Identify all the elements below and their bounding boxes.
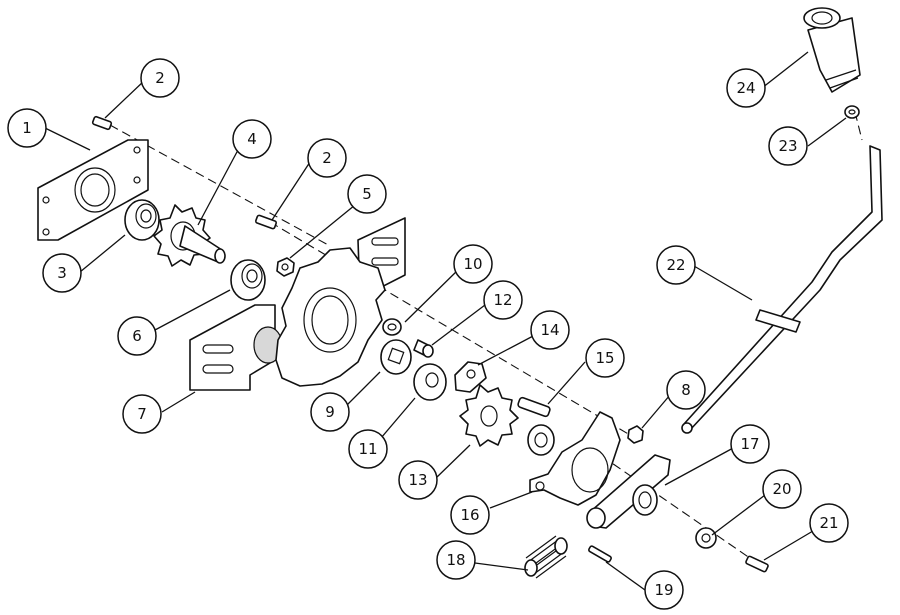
callout-3: 3 (42, 253, 82, 293)
callout-7: 7 (122, 394, 162, 434)
part-10-spring-clip (382, 318, 402, 336)
svg-text:21: 21 (819, 514, 838, 532)
part-8-nut (627, 425, 644, 444)
part-21-bolt (745, 555, 769, 573)
part-5-nut (276, 257, 295, 277)
part-18-spring (524, 535, 568, 579)
part-23-ring (844, 105, 860, 119)
part-7-bracket (189, 217, 406, 391)
callout-17: 17 (730, 424, 770, 464)
callout-10: 10 (453, 244, 493, 284)
svg-text:18: 18 (446, 551, 465, 569)
callout-24: 24 (726, 68, 766, 108)
svg-text:14: 14 (540, 321, 559, 339)
svg-text:23: 23 (778, 137, 797, 155)
svg-text:16: 16 (460, 506, 479, 524)
leader-lines (44, 51, 847, 591)
svg-text:24: 24 (736, 79, 755, 97)
callout-5: 5 (347, 174, 387, 214)
callout-11: 11 (348, 429, 388, 469)
svg-text:5: 5 (362, 185, 372, 203)
callout-13: 13 (398, 460, 438, 500)
callout-1: 1 (7, 108, 47, 148)
svg-text:19: 19 (654, 581, 673, 599)
callout-21: 21 (809, 503, 849, 543)
part-14-tab-plate (454, 361, 487, 393)
callout-12: 12 (483, 280, 523, 320)
callout-20: 20 (762, 469, 802, 509)
part-11-washer (413, 363, 447, 401)
callout-16: 16 (450, 495, 490, 535)
part-16-arm-plate (527, 411, 621, 506)
callout-8: 8 (666, 370, 706, 410)
svg-text:10: 10 (463, 255, 482, 273)
svg-text:2: 2 (155, 69, 165, 87)
callout-22: 22 (656, 245, 696, 285)
part-17-lever-hub (586, 454, 671, 529)
part-3-bearing (124, 199, 160, 241)
part-2-bolt-middle (254, 214, 278, 230)
svg-text:4: 4 (247, 130, 257, 148)
callout-15: 15 (585, 338, 625, 378)
svg-text:8: 8 (681, 381, 691, 399)
callout-18: 18 (436, 540, 476, 580)
part-12-bushing (413, 339, 434, 358)
callout-2-upper: 2 (140, 58, 180, 98)
svg-text:6: 6 (132, 327, 142, 345)
svg-text:7: 7 (137, 405, 147, 423)
svg-text:3: 3 (57, 264, 67, 282)
svg-text:20: 20 (772, 480, 791, 498)
part-13-sprocket (459, 384, 519, 447)
part-6-bearing (230, 259, 266, 301)
callout-14: 14 (530, 310, 570, 350)
callout-19: 19 (644, 570, 684, 610)
svg-text:1: 1 (22, 119, 32, 137)
part-2-bolt-upper (91, 115, 113, 131)
callout-9: 9 (310, 392, 350, 432)
svg-text:9: 9 (325, 403, 335, 421)
part-9-square-washer (380, 339, 412, 375)
svg-text:2: 2 (322, 149, 332, 167)
callout-2-middle: 2 (307, 138, 347, 178)
svg-text:17: 17 (740, 435, 759, 453)
callout-6: 6 (117, 316, 157, 356)
part-24-handle-grip (803, 7, 861, 93)
svg-text:22: 22 (666, 256, 685, 274)
part-1-mounting-plate (37, 139, 149, 241)
svg-text:15: 15 (595, 349, 614, 367)
svg-text:13: 13 (408, 471, 427, 489)
part-19-pin (588, 545, 612, 563)
part-22-lever-rod (681, 145, 883, 434)
part-15-pin (517, 396, 551, 418)
callout-4: 4 (232, 119, 272, 159)
part-4-sprocket-shaft (153, 204, 226, 267)
part-20-flanged-bushing (695, 527, 717, 549)
callout-23: 23 (768, 126, 808, 166)
svg-text:12: 12 (493, 291, 512, 309)
svg-text:11: 11 (358, 440, 377, 458)
